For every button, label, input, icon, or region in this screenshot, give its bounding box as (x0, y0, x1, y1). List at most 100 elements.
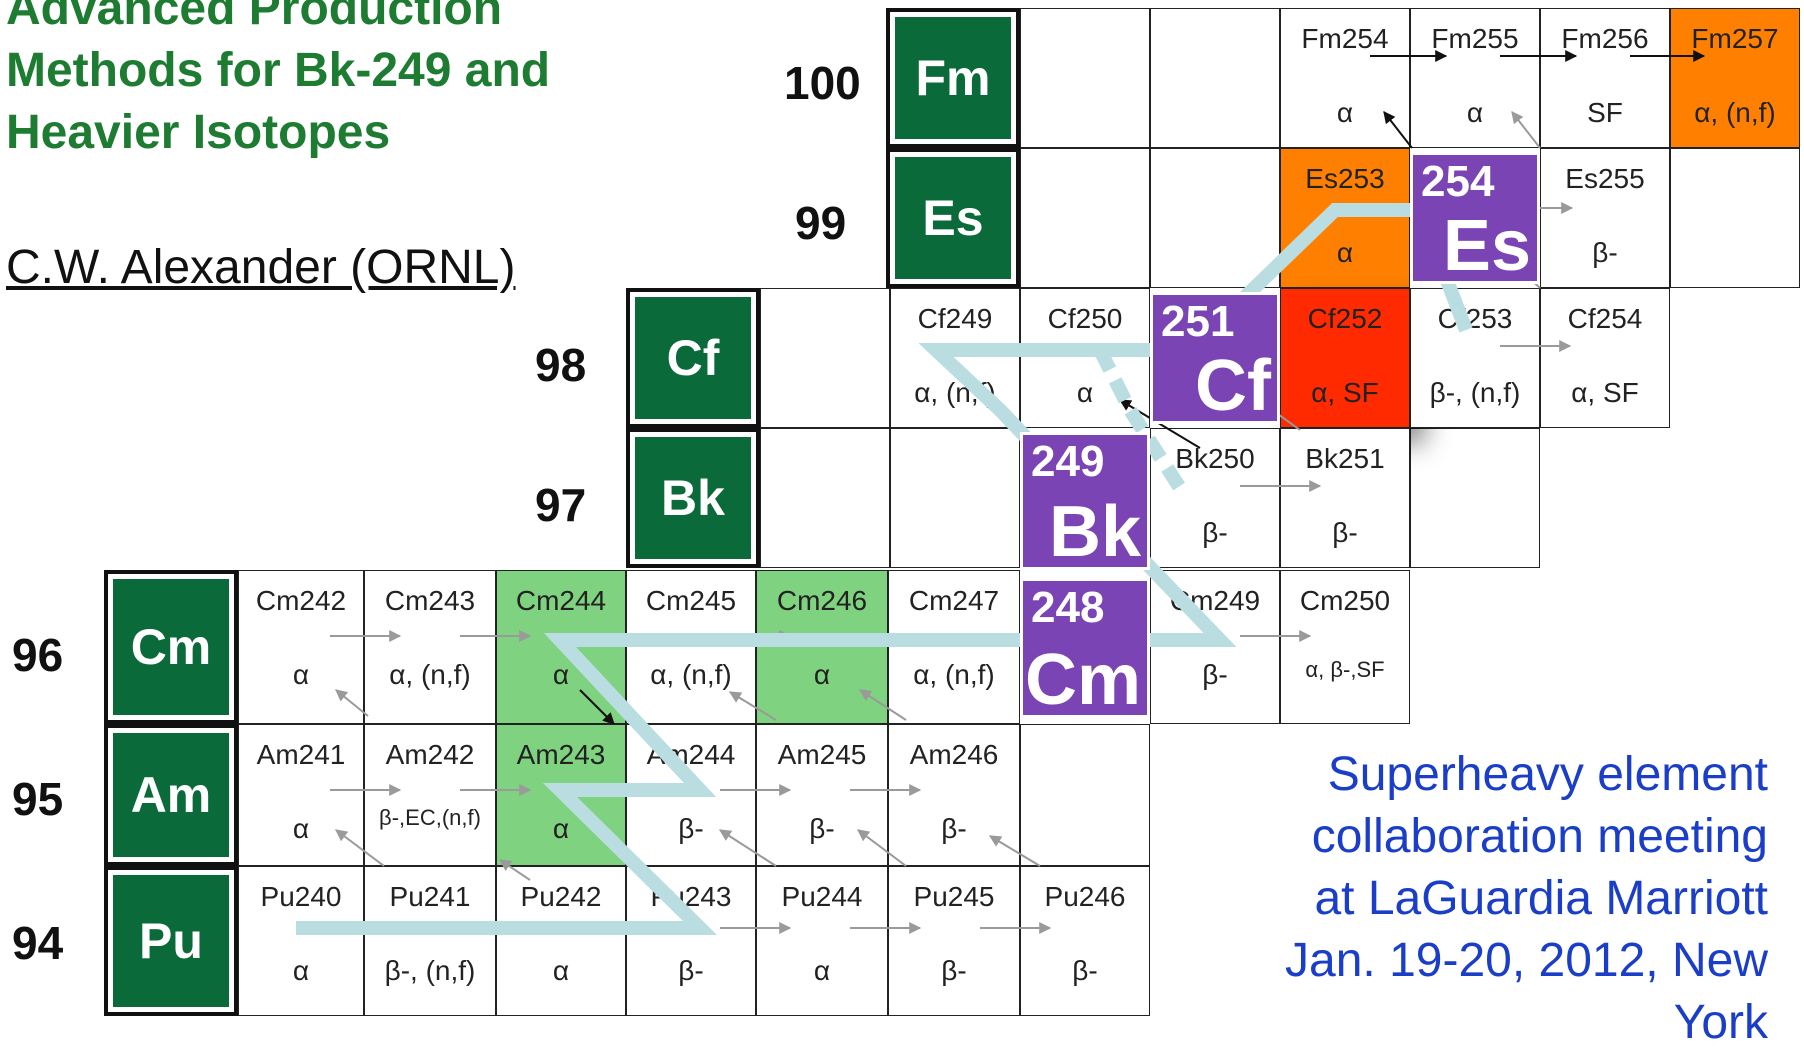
isotope-name: Cm243 (384, 585, 476, 616)
decay-mode: α, (n,f) (913, 659, 995, 690)
isotope-name: Cm244 (515, 585, 607, 616)
isotope-name: Am245 (777, 739, 867, 770)
isotope-cell-cm242: Cm242 α (238, 570, 364, 724)
decay-mode: α (292, 955, 310, 986)
empty-cell (760, 428, 890, 568)
isotope-name: Cf253 (1437, 303, 1513, 334)
empty-cell (1410, 428, 1540, 568)
atomic-number-95: 95 (12, 773, 64, 825)
decay-mode: SF (1587, 97, 1623, 128)
highlight-mass: 249 (1031, 437, 1105, 486)
isotope-cell-cf250: Cf250 α (1020, 288, 1150, 428)
isotope-cell-cm246: Cm246 α (756, 570, 888, 724)
isotope-name: Cf252 (1307, 303, 1383, 334)
isotope-name: Cm246 (776, 585, 868, 616)
empty-cell (1020, 724, 1150, 866)
decay-mode: α (813, 955, 831, 986)
isotope-name: Bk251 (1305, 443, 1385, 474)
element-symbol: Cm (113, 579, 229, 715)
empty-cell (760, 288, 890, 428)
decay-mode: β- (678, 955, 704, 986)
isotope-name: Pu246 (1044, 881, 1126, 912)
atomic-number-99: 99 (795, 197, 847, 249)
isotope-name: Cm249 (1169, 585, 1261, 616)
decay-mode: α (1336, 237, 1354, 268)
isotope-name: Cm242 (255, 585, 347, 616)
isotope-cell-cm249: Cm249 β- (1150, 570, 1280, 724)
isotope-name: Pu242 (520, 881, 602, 912)
element-box-am: Am (104, 724, 238, 866)
element-box-cm: Cm (104, 570, 238, 724)
element-box-es: Es (886, 148, 1020, 288)
decay-mode: α, (n,f) (1694, 97, 1776, 128)
element-symbol: Cf (635, 297, 751, 419)
decay-mode: α (292, 813, 310, 844)
isotope-name: Pu241 (389, 881, 471, 912)
isotope-name: Pu244 (781, 881, 863, 912)
atomic-number-100: 100 (784, 57, 861, 109)
decay-mode: β-, (n,f) (384, 955, 476, 986)
isotope-cell-pu240: Pu240 α (238, 866, 364, 1016)
isotope-name: Fm256 (1561, 23, 1649, 54)
highlight-mass: 254 (1421, 157, 1495, 206)
decay-mode: α (1076, 377, 1094, 408)
isotope-name: Pu240 (260, 881, 342, 912)
decay-mode: β- (1202, 517, 1228, 548)
isotope-name: Cf249 (917, 303, 993, 334)
decay-mode: β- (1592, 237, 1618, 268)
element-symbol: Am (113, 733, 229, 857)
highlight-symbol: Cf (1195, 346, 1271, 426)
highlight-symbol: Es (1442, 206, 1531, 286)
isotope-cell-pu241: Pu241 β-, (n,f) (364, 866, 496, 1016)
decay-mode: α (1466, 97, 1484, 128)
empty-cell (1150, 148, 1280, 288)
isotope-cell-am245: Am245 β- (756, 724, 888, 866)
decay-mode: α (813, 659, 831, 690)
element-box-pu: Pu (104, 866, 238, 1016)
element-symbol: Es (895, 157, 1011, 279)
isotope-name: Cm250 (1299, 585, 1391, 616)
decay-mode: α (292, 659, 310, 690)
empty-cell (1020, 148, 1150, 288)
decay-mode: α (1336, 97, 1354, 128)
element-symbol: Pu (113, 875, 229, 1007)
isotope-cell-pu244: Pu244 α (756, 866, 888, 1016)
decay-mode: β- (1202, 659, 1228, 690)
decay-mode: β-,EC,(n,f) (379, 805, 481, 830)
author-name: C.W. Alexander (ORNL) (6, 241, 516, 294)
decay-mode: β- (809, 813, 835, 844)
decay-mode: β- (1072, 955, 1098, 986)
isotope-cell-pu246: Pu246 β- (1020, 866, 1150, 1016)
isotope-name: Cf254 (1567, 303, 1643, 334)
decay-mode: α, (n,f) (650, 659, 732, 690)
isotope-name: Am246 (909, 739, 999, 770)
atomic-number-94: 94 (12, 917, 64, 969)
empty-cell (1150, 8, 1280, 148)
decay-mode: β- (941, 813, 967, 844)
highlight-mass: 248 (1031, 583, 1105, 632)
decay-mode: α (552, 813, 570, 844)
slide-title: Advanced Production Methods for Bk-249 a… (6, 0, 551, 159)
isotope-cell-pu242: Pu242 α (496, 866, 626, 1016)
isotope-name: Pu243 (650, 881, 732, 912)
decay-mode: α (552, 955, 570, 986)
isotope-name: Cf250 (1047, 303, 1123, 334)
